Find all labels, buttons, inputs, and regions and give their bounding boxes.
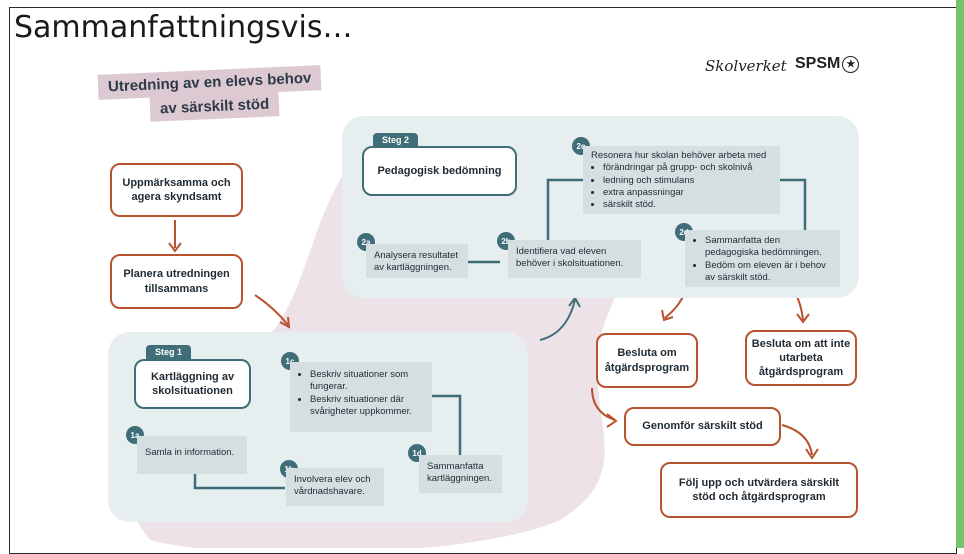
- slide-title: Sammanfattningsvis…: [14, 10, 353, 45]
- step2c-intro: Resonera hur skolan behöver arbeta med: [591, 150, 767, 161]
- step1c-item: Beskriv situationer som fungerar.: [310, 369, 424, 394]
- step2c-list: förändringar på grupp- och skolnivå ledn…: [591, 162, 772, 211]
- step1c-box: Beskriv situationer som fungerar. Beskri…: [290, 362, 432, 432]
- plan-box: Planera utredningen tillsammans: [110, 254, 243, 309]
- step2d-box: Sammanfatta den pedagogiska bedömningen.…: [685, 230, 840, 287]
- step2c-box: Resonera hur skolan behöver arbeta med f…: [583, 146, 780, 214]
- step1b-box: Involvera elev och vårdnadshavare.: [286, 468, 384, 506]
- step1d-box: Sammanfatta kartläggningen.: [419, 455, 502, 493]
- spsm-logo-text: SPSM: [795, 55, 841, 72]
- step2c-item: ledning och stimulans: [603, 175, 772, 187]
- step2c-item: särskilt stöd.: [603, 199, 772, 211]
- step2-tag: Steg 2: [373, 133, 419, 148]
- step2a-box: Analysera resultatet av kartläggningen.: [366, 244, 468, 278]
- step2d-list: Sammanfatta den pedagogiska bedömningen.…: [693, 235, 832, 284]
- step2c-item: extra anpassningar: [603, 187, 772, 199]
- step1c-item: Beskriv situationer där svårigheter uppk…: [310, 394, 424, 419]
- step2b-box: Identifiera vad eleven behöver i skolsit…: [508, 240, 641, 278]
- skolverket-logo: Skolverket: [705, 57, 787, 75]
- step1a-box: Samla in information.: [137, 436, 247, 474]
- step2c-item: förändringar på grupp- och skolnivå: [603, 162, 772, 174]
- decide-program-box: Besluta om åtgärdsprogram: [596, 333, 698, 388]
- decide-no-program-box: Besluta om att inte utarbeta åtgärdsprog…: [745, 330, 857, 386]
- notice-box: Uppmärksamma och agera skyndsamt: [110, 163, 243, 217]
- step1c-list: Beskriv situationer som fungerar. Beskri…: [298, 369, 424, 418]
- spsm-logo: SPSM★: [795, 55, 860, 73]
- step2d-item: Sammanfatta den pedagogiska bedömningen.: [705, 235, 832, 260]
- step2-title-box: Pedagogisk bedömning: [362, 146, 517, 196]
- implement-support-box: Genomför särskilt stöd: [624, 407, 781, 446]
- step1-tag: Steg 1: [146, 345, 192, 360]
- step1-title-box: Kartläggning av skolsituationen: [134, 359, 251, 409]
- star-icon: ★: [842, 56, 860, 73]
- step2d-item: Bedöm om eleven är i behov av särskilt s…: [705, 260, 832, 285]
- side-accent-bar: [956, 0, 964, 548]
- follow-up-box: Följ upp och utvärdera särskilt stöd och…: [660, 462, 858, 518]
